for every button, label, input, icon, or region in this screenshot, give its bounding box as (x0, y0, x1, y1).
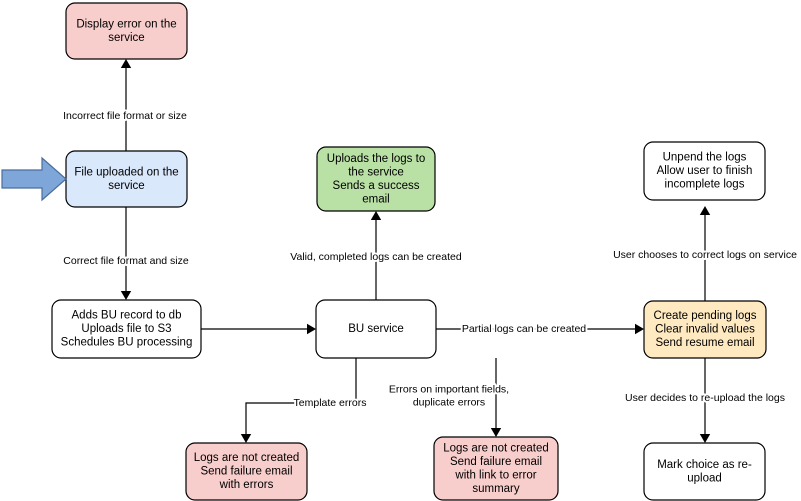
mark-choice-as-re-upload-label-line: Mark choice as re- (657, 459, 752, 471)
node-bu-service[interactable]: BU service (315, 299, 437, 359)
uploads-the-logs-to-the-service-label-line: Sends a success (333, 180, 420, 192)
edge-user-decides-to-re-upload-label: User decides to re-upload the logs (625, 392, 785, 404)
file-uploaded-on-the-service-label-line: File uploaded on the (74, 166, 178, 178)
adds-bu-record-to-db-label-line: Adds BU record to db (72, 310, 182, 322)
edge-user-chooses-to-correct-logs-label: User chooses to correct logs on service (613, 249, 797, 261)
display-error-on-the-service-label-line: Display error on the (76, 18, 176, 30)
logs-are-not-created-with-errors-label-line: Logs are not created (194, 452, 300, 464)
display-error-on-the-service-label-line: service (108, 32, 144, 44)
edge-user-decides-to-re-upload-arrowhead (699, 434, 711, 443)
logs-are-not-created-with-link-to-error-summary-label-line: Logs are not created (443, 442, 549, 454)
start-block-arrow (1, 156, 67, 202)
edge-correct-file-format-arrowhead (120, 291, 132, 300)
logs-are-not-created-with-link-to-error-summary-label-line: Send failure email (450, 456, 542, 468)
edge-errors-on-important-fields-label-halo: duplicate errors (413, 396, 485, 408)
edge-user-chooses-to-correct-logs-label-halo: User chooses to correct logs on service (613, 249, 797, 261)
adds-bu-record-to-db-label-line: Schedules BU processing (61, 337, 193, 349)
unpend-the-logs-box[interactable] (643, 141, 766, 201)
display-error-on-the-service-box[interactable] (65, 2, 188, 60)
edge-errors-on-important-fields-arrowhead (490, 428, 502, 437)
edge-partial-logs-can-be-created-label-halo: Partial logs can be created (462, 323, 586, 335)
bu-service-label-line: BU service (348, 323, 404, 335)
logs-are-not-created-with-errors-box[interactable] (185, 442, 308, 501)
adds-bu-record-to-db-label-line: Uploads file to S3 (81, 323, 171, 335)
edge-template-errors-label: Template errors (294, 397, 367, 409)
edge-incorrect-file-format-arrowhead (120, 59, 132, 68)
mark-choice-as-re-upload-label-line: upload (687, 472, 722, 484)
node-mark-choice-as-re-upload[interactable]: Mark choice as re-upload (643, 442, 766, 501)
start-arrow-layer (1, 156, 67, 202)
logs-are-not-created-with-link-to-error-summary-label-line: with link to error (454, 469, 536, 481)
node-file-uploaded-on-the-service[interactable]: File uploaded on the service (65, 150, 188, 208)
edge-valid-completed-logs-label: Valid, completed logs can be created (290, 251, 462, 263)
edge-adds-to-bu-service-arrowhead (307, 323, 316, 335)
edge-valid-completed-logs-arrowhead (370, 211, 382, 220)
edge-errors-on-important-fields-label: Errors on important fields, (389, 383, 509, 395)
edge-incorrect-file-format-label-halo: Incorrect file format or size (63, 110, 187, 122)
uploads-the-logs-to-the-service-box[interactable] (316, 146, 436, 212)
logs-are-not-created-with-errors-label-line: with errors (219, 479, 274, 491)
edge-errors-on-important-fields-label: duplicate errors (413, 396, 485, 408)
edge-incorrect-file-format-label: Incorrect file format or size (63, 110, 187, 122)
mark-choice-as-re-upload-box[interactable] (643, 442, 766, 501)
edge-partial-logs-can-be-created-label: Partial logs can be created (462, 323, 586, 335)
edge-edge-user-chooses-to-correct-logs: User chooses to correct logs on serviceU… (611, 206, 799, 301)
edge-correct-file-format-label-halo: Correct file format and size (63, 255, 189, 267)
unpend-the-logs-label-line: Allow user to finish (657, 165, 753, 177)
logs-are-not-created-with-errors-label-line: Send failure email (200, 466, 292, 478)
edge-template-errors-label-halo: Template errors (294, 397, 367, 409)
create-pending-logs-box[interactable] (643, 300, 767, 359)
edge-edge-valid-completed-logs: Valid, completed logs can be createdVali… (288, 211, 464, 300)
logs-are-not-created-with-link-to-error-summary-box[interactable] (433, 436, 559, 501)
edge-user-decides-to-re-upload-label-halo: User decides to re-upload the logs (625, 392, 785, 404)
uploads-the-logs-to-the-service-label-line: the service (348, 166, 404, 178)
file-uploaded-on-the-service-label-line: service (108, 180, 144, 192)
edge-correct-file-format-label: Correct file format and size (63, 255, 189, 267)
create-pending-logs-label-line: Send resume email (655, 337, 754, 349)
uploads-the-logs-to-the-service-label-line: email (362, 193, 389, 205)
edge-errors-on-important-fields-label-halo: Errors on important fields, (389, 383, 509, 395)
unpend-the-logs-label-line: Unpend the logs (663, 152, 747, 164)
uploads-the-logs-to-the-service-label-line: Uploads the logs to (327, 153, 425, 165)
edge-template-errors-arrowhead (240, 434, 252, 443)
edge-user-chooses-to-correct-logs-arrowhead (699, 206, 711, 215)
node-display-error-on-the-service[interactable]: Display error on the service (65, 2, 188, 60)
bu-service-box[interactable] (315, 299, 437, 359)
edge-template-errors-line (245, 358, 357, 437)
edge-valid-completed-logs-label-halo: Valid, completed logs can be created (290, 251, 462, 263)
create-pending-logs-label-line: Create pending logs (654, 310, 757, 322)
adds-bu-record-to-db-box[interactable] (51, 299, 202, 359)
edge-edge-errors-on-important-fields: Errors on important fields,Errors on imp… (387, 358, 511, 437)
logs-are-not-created-with-link-to-error-summary-label-line: summary (472, 483, 520, 495)
edge-partial-logs-can-be-created-arrowhead (635, 323, 644, 335)
create-pending-logs-label-line: Clear invalid values (655, 324, 755, 336)
edge-edge-adds-to-bu-service (201, 323, 316, 335)
unpend-the-logs-label-line: incomplete logs (665, 179, 745, 191)
